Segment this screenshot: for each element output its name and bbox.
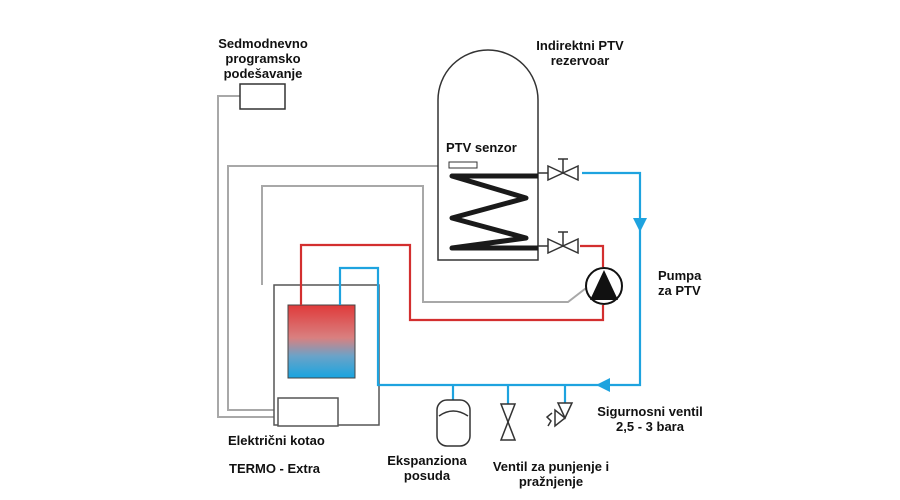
- expansion-label: Ekspanziona posuda: [387, 453, 467, 483]
- tank-valve-bottom: [538, 231, 579, 255]
- flow-arrow-left: [596, 378, 610, 392]
- expansion-vessel: [436, 399, 471, 447]
- programmer-label: Sedmodnevno programsko podešavanje: [218, 36, 308, 81]
- boiler-control-box: [277, 397, 339, 427]
- model-label: TERMO - Extra: [229, 461, 321, 476]
- fill-valve-label: Ventil za punjenje i pražnjenje: [492, 459, 610, 489]
- ptv-sensor-probe: [448, 161, 478, 169]
- safety-valve: [545, 402, 574, 428]
- hot-flow-line: [299, 243, 605, 322]
- cold-return-line: [338, 171, 642, 404]
- safety-valve-label: Sigurnosni ventil 2,5 - 3 bara: [597, 404, 703, 434]
- tank-valve-top: [538, 158, 579, 182]
- sensor-label: PTV senzor: [446, 140, 517, 155]
- programmer-box: [239, 83, 286, 110]
- boiler-heat-exchanger: [287, 304, 356, 379]
- sensor-wire: [227, 165, 449, 411]
- dhw-pump: [585, 267, 623, 305]
- control-wires: [217, 95, 591, 418]
- pump-wire: [261, 185, 591, 303]
- pump-label: Pumpa za PTV: [658, 268, 702, 298]
- boiler-label: Električni kotao: [228, 433, 325, 448]
- dhw-tank: [437, 49, 539, 261]
- flow-arrow-down: [633, 218, 647, 232]
- tank-label: Indirektni PTV rezervoar: [536, 38, 624, 68]
- fill-drain-valve: [499, 403, 517, 441]
- tank-coil: [449, 173, 538, 251]
- programmer-wire: [217, 95, 278, 418]
